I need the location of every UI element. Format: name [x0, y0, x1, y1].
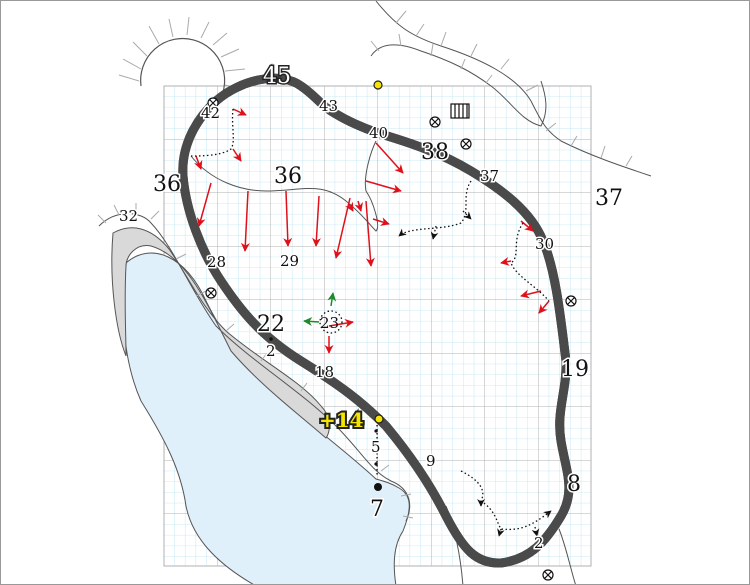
label-18: 18: [315, 363, 334, 381]
label-45: 45: [263, 64, 291, 89]
hill-hatching: [370, 10, 633, 167]
label-43: 43: [319, 97, 338, 115]
green-flow-arrows: [303, 292, 337, 327]
barrier-grid-icon: [450, 103, 470, 119]
label-plus14: +14: [319, 408, 364, 432]
ridge-hatching: [97, 203, 414, 519]
label-22: 22: [257, 312, 285, 337]
label-40: 40: [369, 124, 388, 142]
ridge-outline: [98, 213, 411, 522]
label-30: 30: [535, 235, 554, 253]
label-42: 42: [201, 104, 220, 122]
red-flow-arrows: [193, 107, 550, 354]
label-37-trail: 37: [480, 167, 499, 185]
label-9: 9: [426, 452, 436, 470]
label-2-lower: 2: [534, 534, 544, 552]
label-36-trail: 36: [153, 172, 181, 197]
label-2-upper: 2: [266, 342, 276, 360]
ridge-band: [111, 227, 330, 439]
label-7: 7: [370, 497, 384, 522]
label-23: 23: [320, 314, 339, 332]
label-29: 29: [280, 252, 299, 270]
label-37-hill: 37: [595, 186, 623, 211]
cross-circle-marker-icon: [205, 97, 577, 581]
label-19: 19: [561, 357, 589, 382]
label-36-plateau: 36: [274, 164, 302, 189]
point-dots: [269, 337, 382, 491]
label-28: 28: [207, 253, 226, 271]
label-32: 32: [119, 207, 138, 225]
label-38: 38: [421, 140, 449, 165]
label-8: 8: [567, 472, 581, 497]
yellow-point-icon: [373, 80, 384, 424]
label-5: 5: [371, 438, 381, 456]
sun-icon: [118, 16, 246, 107]
